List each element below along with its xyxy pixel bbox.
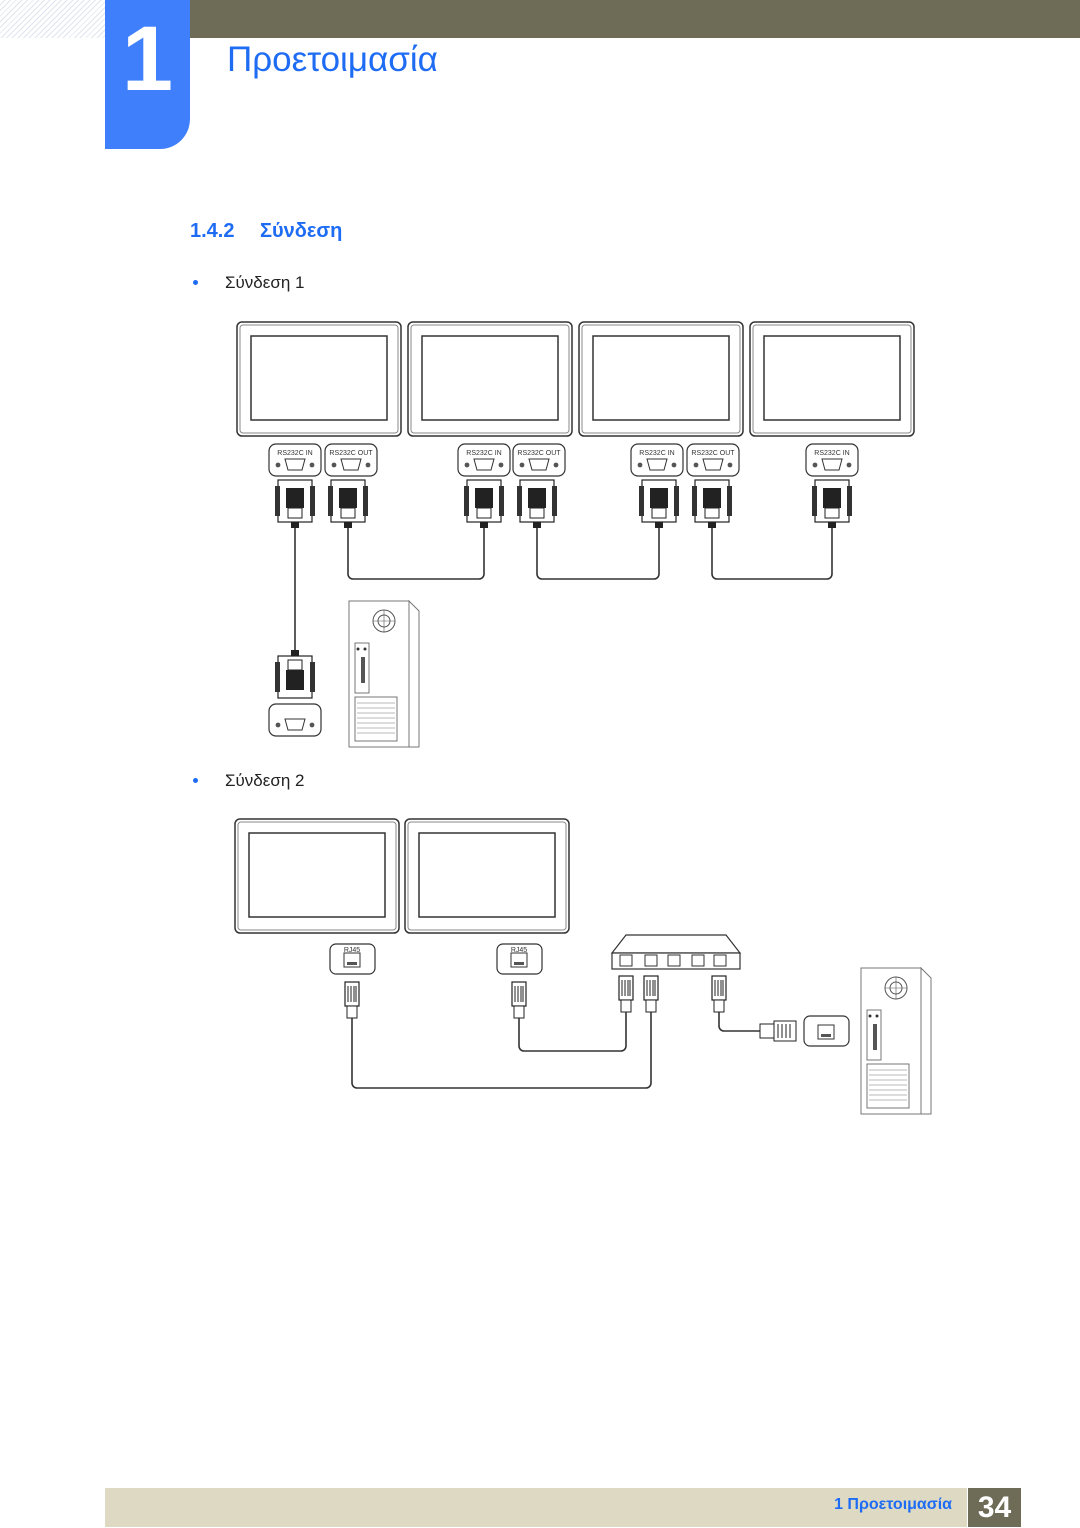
port-label: RS232C IN	[814, 450, 849, 457]
port-rs232c-in-4: RS232C IN	[805, 443, 859, 477]
section-number: 1.4.2	[190, 220, 235, 242]
serial-plug	[811, 479, 853, 529]
port-rs232c-out-1: RS232C OUT	[324, 443, 378, 477]
port-label: RS232C IN	[639, 450, 674, 457]
port-rj45-1: RJ45	[329, 943, 376, 975]
pc-serial-port	[268, 703, 322, 737]
monitor-1	[236, 321, 402, 437]
port-label: RS232C IN	[466, 450, 501, 457]
lan-plug	[711, 975, 727, 1013]
bullet-connection-2: Σύνδεση 2	[193, 771, 304, 791]
monitor-6	[404, 818, 570, 934]
lan-plug	[643, 975, 659, 1013]
port-label: RS232C OUT	[517, 450, 561, 457]
monitor-5	[234, 818, 400, 934]
bullet-dot	[193, 280, 198, 286]
lan-plug	[344, 981, 360, 1019]
header-bar	[190, 0, 1080, 38]
section-title: Σύνδεση	[260, 220, 343, 242]
serial-plug	[327, 479, 369, 529]
monitor-4	[749, 321, 915, 437]
port-rs232c-in-2: RS232C IN	[457, 443, 511, 477]
port-label: RS232C OUT	[691, 450, 735, 457]
port-rs232c-out-2: RS232C OUT	[512, 443, 566, 477]
chapter-number-tab: 1	[105, 0, 190, 149]
pc-tower-2	[860, 967, 932, 1115]
bullet-label: Σύνδεση 2	[225, 771, 305, 790]
lan-plug	[618, 975, 634, 1013]
lan-cables	[351, 1012, 760, 1089]
header-hatch	[0, 0, 105, 38]
port-rs232c-in-1: RS232C IN	[268, 443, 322, 477]
port-rs232c-out-3: RS232C OUT	[686, 443, 740, 477]
serial-cables	[294, 528, 833, 650]
serial-plug	[638, 479, 680, 529]
serial-plug-pc	[274, 649, 316, 699]
serial-plug	[274, 479, 316, 529]
port-rs232c-in-3: RS232C IN	[630, 443, 684, 477]
page-number: 34	[968, 1488, 1021, 1527]
footer-bar	[105, 1488, 967, 1527]
port-label: RS232C IN	[277, 450, 312, 457]
bullet-connection-1: Σύνδεση 1	[193, 273, 304, 293]
serial-plug	[516, 479, 558, 529]
footer-chapter-label: 1 Προετοιμασία	[834, 1496, 952, 1513]
pc-tower-1	[348, 600, 420, 748]
port-label: RJ45	[344, 947, 360, 954]
bullet-label: Σύνδεση 1	[225, 273, 305, 292]
serial-plug	[691, 479, 733, 529]
section-heading: 1.4.2 Σύνδεση	[190, 220, 342, 243]
chapter-title: Προετοιμασία	[227, 40, 438, 79]
port-label: RJ45	[511, 947, 527, 954]
port-rj45-2: RJ45	[496, 943, 543, 975]
bullet-dot	[193, 778, 198, 784]
lan-plug	[511, 981, 527, 1019]
lan-plug-pc	[759, 1020, 797, 1042]
network-hub	[610, 934, 742, 970]
monitor-3	[578, 321, 744, 437]
port-label: RS232C OUT	[329, 450, 373, 457]
serial-plug	[463, 479, 505, 529]
pc-lan-port	[803, 1015, 850, 1047]
monitor-2	[407, 321, 573, 437]
